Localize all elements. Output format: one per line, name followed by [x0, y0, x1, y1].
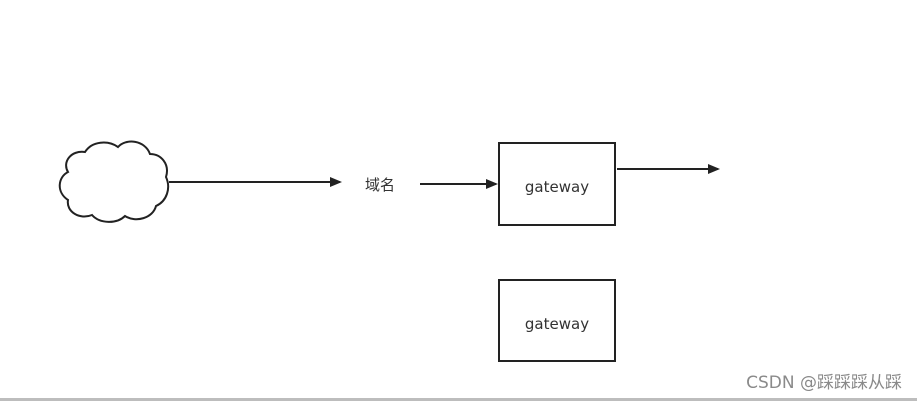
- gateway-box-primary: gateway: [498, 142, 616, 226]
- domain-label: 域名: [365, 176, 396, 194]
- gateway-label-secondary: gateway: [524, 315, 590, 333]
- gateway-label-primary: gateway: [524, 178, 590, 196]
- bottom-divider: [0, 398, 917, 401]
- cloud-icon: [58, 140, 170, 223]
- gateway-box-secondary: gateway: [498, 279, 616, 362]
- watermark-text: CSDN @踩踩踩从踩: [746, 373, 902, 393]
